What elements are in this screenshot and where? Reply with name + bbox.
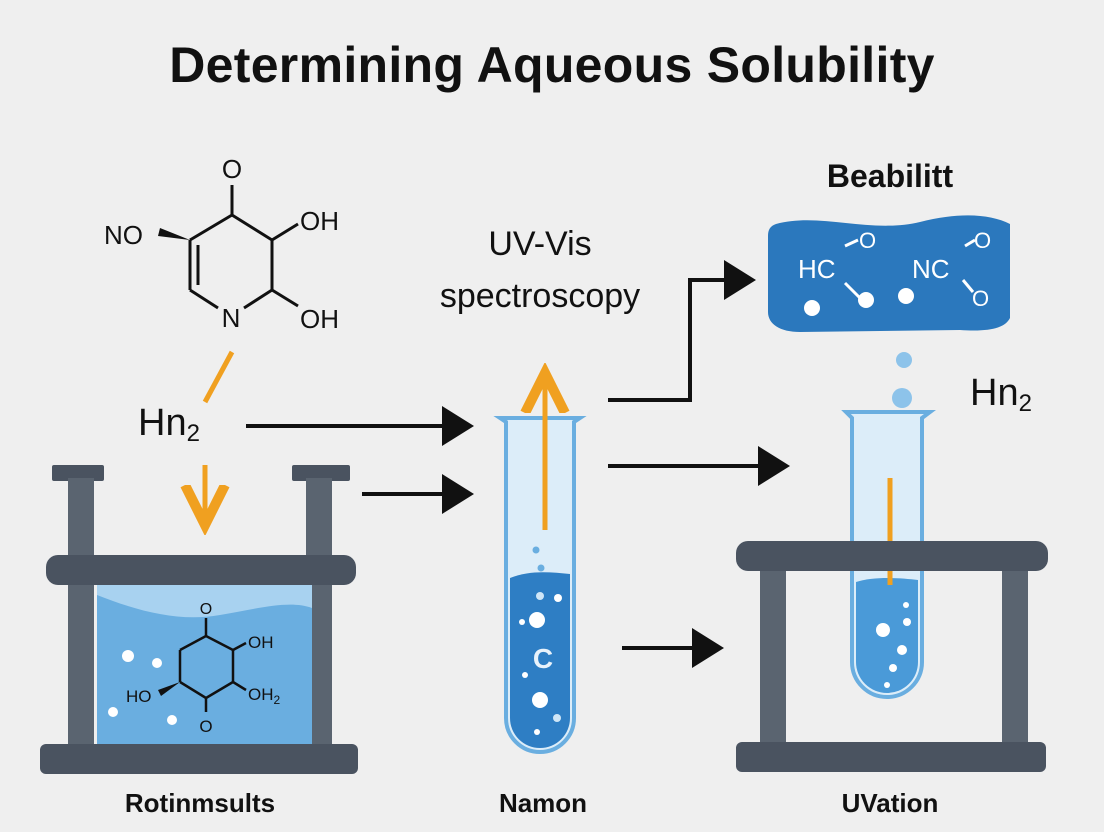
tube-liquid — [510, 572, 570, 748]
wedge-bond — [158, 228, 190, 240]
bubble — [532, 546, 540, 554]
bath-o-top: O — [200, 601, 212, 618]
bath-wedge — [158, 682, 180, 696]
bubble — [903, 602, 909, 608]
blob-bond — [844, 238, 859, 248]
bubble — [876, 623, 890, 637]
blob-hc-label: HC — [798, 254, 836, 284]
bubble — [553, 714, 561, 722]
right-stand-post — [1002, 565, 1028, 765]
ring-bond — [189, 288, 219, 310]
bubble — [532, 692, 548, 708]
orange-connector-line — [202, 350, 235, 404]
diagram-title: Determining Aqueous Solubility — [169, 37, 935, 93]
bubble — [897, 645, 907, 655]
hn2-right-label: Hn2 — [970, 372, 1032, 418]
oh-bond — [271, 288, 299, 308]
bath-ring-bond — [179, 634, 207, 652]
left-stand-shelf — [46, 555, 356, 585]
oh-bottom-label: OH — [300, 304, 339, 334]
molecule-blob — [768, 215, 1010, 332]
right-stand-shelf — [736, 541, 1048, 571]
blob-bond — [964, 238, 976, 248]
bath-bond — [232, 641, 247, 652]
no-group-label: NO — [104, 220, 143, 250]
bubble — [122, 650, 134, 662]
right-stand-base — [736, 742, 1046, 772]
droplet — [896, 352, 912, 368]
left-stand-cap — [52, 465, 104, 481]
droplet — [892, 388, 912, 408]
uv-vis-line1: UV-Vis — [488, 225, 592, 263]
beabilitt-label: Beabilitt — [826, 158, 954, 194]
caption-middle: Namon — [498, 788, 588, 818]
top-molecule — [158, 185, 299, 310]
left-water-bath-stand — [40, 465, 358, 774]
tube-letter: C — [533, 643, 553, 674]
bubble — [529, 612, 545, 628]
bubble — [536, 592, 544, 600]
caption-left: Rotinmsults — [124, 788, 276, 818]
bath-molecule — [158, 618, 247, 712]
bubble — [519, 619, 525, 625]
blob-o-label: O — [972, 286, 989, 311]
bath-ho-left: HO — [126, 687, 152, 706]
ketone-o-label: O — [222, 154, 242, 184]
oh-bond — [271, 222, 299, 242]
bubble — [554, 594, 562, 602]
ring-bond — [243, 288, 273, 310]
hn-base: Hn — [970, 372, 1019, 414]
blob-nc-label: NC — [912, 254, 950, 284]
arrow-to-blob — [608, 260, 756, 402]
bubble — [108, 707, 118, 717]
caption-right: UVation — [841, 788, 939, 818]
uv-vis-line2: spectroscopy — [439, 277, 641, 315]
bubble — [903, 618, 911, 626]
blob-bond — [961, 279, 975, 293]
blob-o-label: O — [859, 228, 876, 253]
bath-ring-bond — [205, 634, 234, 652]
blob-dot — [858, 292, 874, 308]
hn-base: Hn — [138, 402, 187, 444]
bath-bond — [232, 680, 247, 692]
bath-oh-right: OH — [248, 633, 274, 652]
ring-bond — [189, 213, 233, 242]
middle-test-tube — [493, 378, 587, 754]
uv-vis-label: UV-Vis spectroscopy — [380, 218, 700, 322]
left-stand-cap — [292, 465, 350, 481]
bubble — [152, 658, 162, 668]
bath-ring-bond — [179, 680, 207, 700]
bubble — [884, 682, 890, 688]
bubble — [537, 564, 545, 572]
left-stand-post — [68, 478, 94, 768]
ring-n-label: N — [222, 303, 241, 333]
right-stand-post — [760, 565, 786, 765]
blob-dot — [804, 300, 820, 316]
bath-o-bottom: O — [199, 717, 212, 736]
bubble — [889, 664, 897, 672]
bath-oh2: OH2 — [248, 685, 281, 707]
hn-sub: 2 — [1018, 390, 1032, 417]
blob-shape — [768, 215, 1010, 332]
left-stand-base — [40, 744, 358, 774]
bubble — [167, 715, 177, 725]
hn-sub: 2 — [186, 420, 200, 447]
right-stand — [736, 565, 1046, 772]
blob-bond — [843, 281, 862, 300]
ring-bond — [231, 213, 273, 242]
water-surface — [97, 585, 312, 618]
oh-top-label: OH — [300, 206, 339, 236]
bubble — [534, 729, 540, 735]
bubble — [522, 672, 528, 678]
blob-o-label: O — [974, 228, 991, 253]
hn2-left-label: Hn2 — [138, 402, 200, 448]
bath-ring-bond — [205, 680, 234, 700]
blob-dot — [898, 288, 914, 304]
